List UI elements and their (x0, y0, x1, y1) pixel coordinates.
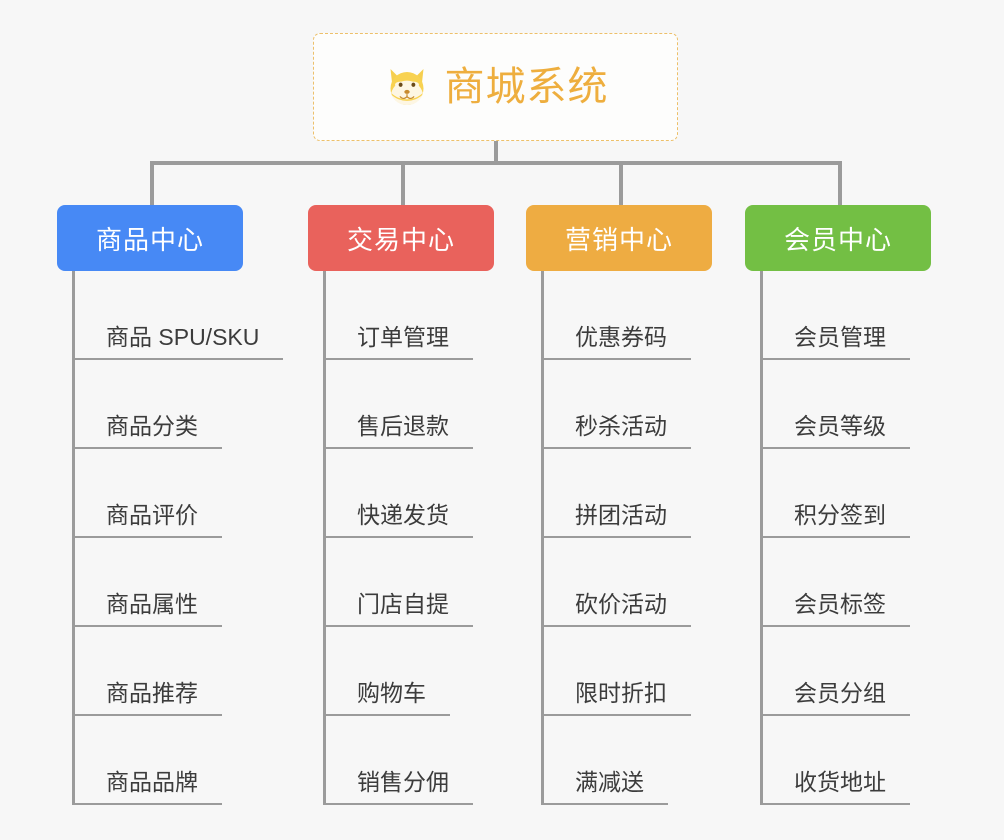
leaf-item-label: 订单管理 (323, 323, 473, 360)
leaf-item-label: 购物车 (323, 679, 450, 716)
category-box-4[interactable]: 会员中心 (745, 205, 931, 271)
leaf-item[interactable]: 会员分组 (745, 627, 931, 716)
leaf-list-1: 商品 SPU/SKU 商品分类商品评价商品属性商品推荐商品品牌 (57, 271, 284, 805)
leaf-item[interactable]: 销售分佣 (308, 716, 494, 805)
leaf-list-4: 会员管理会员等级积分签到会员标签会员分组收货地址 (745, 271, 931, 805)
leaf-item[interactable]: 会员管理 (745, 271, 931, 360)
branch-column-2: 交易中心订单管理售后退款快递发货门店自提购物车销售分佣 (308, 205, 494, 805)
leaf-item-label: 商品推荐 (72, 679, 222, 716)
category-box-1[interactable]: 商品中心 (57, 205, 243, 271)
leaf-item[interactable]: 会员标签 (745, 538, 931, 627)
leaf-item[interactable]: 售后退款 (308, 360, 494, 449)
leaf-item[interactable]: 门店自提 (308, 538, 494, 627)
leaf-item[interactable]: 积分签到 (745, 449, 931, 538)
connector-spine-1 (72, 271, 75, 805)
leaf-item-label: 售后退款 (323, 412, 473, 449)
leaf-item[interactable]: 满减送 (526, 716, 712, 805)
leaf-item-label: 砍价活动 (541, 590, 691, 627)
leaf-list-2: 订单管理售后退款快递发货门店自提购物车销售分佣 (308, 271, 494, 805)
connector-horizontal-bus (150, 161, 838, 165)
connector-spine-2 (323, 271, 326, 805)
leaf-item[interactable]: 拼团活动 (526, 449, 712, 538)
leaf-item[interactable]: 限时折扣 (526, 627, 712, 716)
leaf-item-label: 销售分佣 (323, 768, 473, 805)
leaf-item-label: 会员管理 (760, 323, 910, 360)
connector-drop-1 (150, 161, 154, 206)
leaf-item[interactable]: 砍价活动 (526, 538, 712, 627)
root-node-mall-system[interactable]: 商城系统 (313, 33, 678, 141)
connector-root-stem (494, 141, 498, 163)
branch-column-4: 会员中心会员管理会员等级积分签到会员标签会员分组收货地址 (745, 205, 931, 805)
connector-drop-2 (401, 161, 405, 206)
leaf-item-label: 快递发货 (323, 501, 473, 538)
shiba-dog-face-icon (383, 63, 431, 111)
leaf-item-label: 满减送 (541, 768, 668, 805)
leaf-item[interactable]: 商品评价 (57, 449, 243, 538)
leaf-item-label: 限时折扣 (541, 679, 691, 716)
leaf-item[interactable]: 商品推荐 (57, 627, 243, 716)
leaf-item-label: 收货地址 (760, 768, 910, 805)
root-node-title: 商城系统 (444, 65, 609, 109)
leaf-item-label: 秒杀活动 (541, 412, 691, 449)
leaf-item[interactable]: 购物车 (308, 627, 494, 716)
leaf-item[interactable]: 快递发货 (308, 449, 494, 538)
leaf-item[interactable]: 优惠券码 (526, 271, 712, 360)
category-box-2[interactable]: 交易中心 (308, 205, 494, 271)
leaf-item-label: 门店自提 (323, 590, 473, 627)
connector-spine-4 (760, 271, 763, 805)
leaf-item-label: 拼团活动 (541, 501, 691, 538)
category-box-3[interactable]: 营销中心 (526, 205, 712, 271)
leaf-item[interactable]: 会员等级 (745, 360, 931, 449)
leaf-item[interactable]: 秒杀活动 (526, 360, 712, 449)
leaf-item-label: 商品评价 (72, 501, 222, 538)
branch-column-1: 商品中心商品 SPU/SKU 商品分类商品评价商品属性商品推荐商品品牌 (57, 205, 284, 805)
leaf-item[interactable]: 商品品牌 (57, 716, 243, 805)
leaf-item-label: 积分签到 (760, 501, 910, 538)
leaf-item[interactable]: 商品分类 (57, 360, 243, 449)
leaf-list-3: 优惠券码秒杀活动拼团活动砍价活动限时折扣满减送 (526, 271, 712, 805)
leaf-item-label: 会员分组 (760, 679, 910, 716)
leaf-item[interactable]: 订单管理 (308, 271, 494, 360)
connector-spine-3 (541, 271, 544, 805)
connector-drop-3 (619, 161, 623, 206)
connector-drop-4 (838, 161, 842, 206)
branch-column-3: 营销中心优惠券码秒杀活动拼团活动砍价活动限时折扣满减送 (526, 205, 712, 805)
leaf-item-label: 优惠券码 (541, 323, 691, 360)
leaf-item-label: 商品品牌 (72, 768, 222, 805)
leaf-item[interactable]: 商品 SPU/SKU (57, 271, 284, 360)
leaf-item-label: 商品属性 (72, 590, 222, 627)
leaf-item-label: 会员标签 (760, 590, 910, 627)
leaf-item-label: 商品分类 (72, 412, 222, 449)
leaf-item[interactable]: 商品属性 (57, 538, 243, 627)
leaf-item-label: 商品 SPU/SKU (72, 323, 284, 360)
leaf-item[interactable]: 收货地址 (745, 716, 931, 805)
leaf-item-label: 会员等级 (760, 412, 910, 449)
